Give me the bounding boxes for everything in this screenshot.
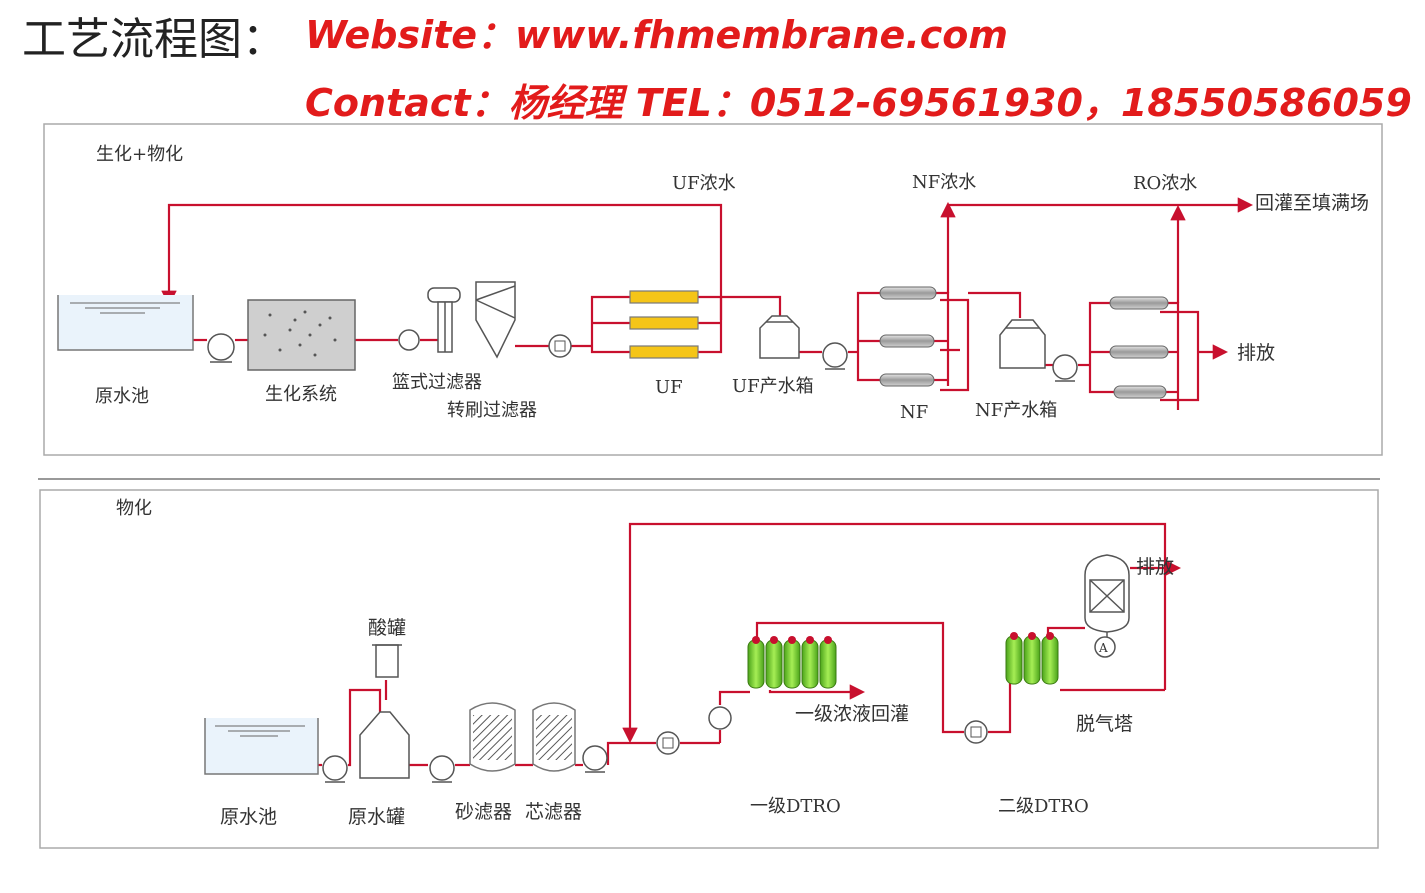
label-dtro1: 一级DTRO xyxy=(750,796,841,817)
label-nf-concentrate: NF浓水 xyxy=(912,172,976,193)
label-uf: UF xyxy=(655,377,683,398)
brush-filter xyxy=(475,281,516,359)
acid-tank xyxy=(372,644,402,678)
label-discharge-bottom: 排放 xyxy=(1136,556,1174,578)
pump-icon xyxy=(656,731,680,755)
dtro2-caps xyxy=(1010,632,1054,640)
label-sand-filter: 砂滤器 xyxy=(455,801,512,823)
nf-product-tank xyxy=(999,319,1046,369)
label-raw-water-tank: 原水罐 xyxy=(348,806,405,828)
pump-icon xyxy=(322,755,348,783)
bio-dots xyxy=(263,310,337,357)
pump-icon xyxy=(964,720,988,744)
label-uf-tank: UF产水箱 xyxy=(732,376,814,397)
pump-icon xyxy=(398,329,420,351)
pump-icon xyxy=(207,333,235,363)
panel-bottom: 物化 xyxy=(39,489,1379,849)
ro-modules xyxy=(1109,296,1169,399)
label-acid-tank: 酸罐 xyxy=(368,617,406,639)
section-label-bottom: 物化 xyxy=(116,498,152,519)
label-bio-system: 生化系统 xyxy=(265,384,337,405)
pump-icon xyxy=(822,342,848,370)
raw-water-tank-bottom xyxy=(204,718,319,775)
svg-text:A: A xyxy=(1098,641,1108,655)
top-pipes xyxy=(161,197,1254,410)
contact-text: Contact：杨经理 TEL：0512-69561930，1855058605… xyxy=(305,81,1412,125)
pump-icon-core xyxy=(554,340,566,352)
label-basket-filter: 篮式过滤器 xyxy=(392,372,482,393)
website-text: Website：www.fhmembrane.com xyxy=(305,13,1008,57)
panel-top: 原水池 生化系统 篮式过滤器 转刷过滤器 xyxy=(38,123,1383,480)
pump-icon xyxy=(708,706,732,730)
label-degas-tower: 脱气塔 xyxy=(1076,713,1133,735)
pump-icon xyxy=(548,334,572,358)
uf-modules xyxy=(629,290,699,359)
label-landfill: 回灌至填满场 xyxy=(1255,192,1369,214)
section-label-top: 生化+物化 xyxy=(96,144,183,165)
label-uf-concentrate: UF浓水 xyxy=(672,173,736,194)
label-raw-tank-top: 原水池 xyxy=(95,386,149,407)
raw-water-tank-top xyxy=(57,295,194,351)
dtro2-modules xyxy=(1005,635,1059,685)
dtro1-caps xyxy=(752,636,832,644)
label-nf-tank: NF产水箱 xyxy=(975,400,1057,421)
nf-modules xyxy=(879,286,937,387)
dtro1-modules xyxy=(747,639,837,689)
raw-water-vessel xyxy=(359,711,410,779)
label-discharge-top: 排放 xyxy=(1237,342,1275,364)
pump-icon xyxy=(1052,354,1078,382)
label-ro-concentrate: RO浓水 xyxy=(1133,173,1197,194)
pump-icon-core xyxy=(970,726,982,738)
bottom-pipes xyxy=(318,522,1182,767)
label-dtro1-concentrate: 一级浓液回灌 xyxy=(795,703,909,725)
pump-icon xyxy=(582,745,608,773)
label-nf: NF xyxy=(900,402,928,423)
core-filter xyxy=(532,702,576,772)
pump-icon xyxy=(429,755,455,783)
panel-top-frame xyxy=(43,123,1383,456)
basket-filter xyxy=(427,287,461,353)
sand-filter xyxy=(469,702,516,772)
degas-tower: A xyxy=(1084,554,1130,658)
label-core-filter: 芯滤器 xyxy=(525,801,582,823)
page-title: 工艺流程图： xyxy=(22,14,286,65)
uf-product-tank xyxy=(759,315,800,359)
label-raw-tank-bottom: 原水池 xyxy=(220,806,277,828)
label-brush-filter: 转刷过滤器 xyxy=(447,400,537,421)
panel-bottom-frame xyxy=(39,489,1379,849)
pump-icon-core xyxy=(662,737,674,749)
label-dtro2: 二级DTRO xyxy=(998,796,1089,817)
